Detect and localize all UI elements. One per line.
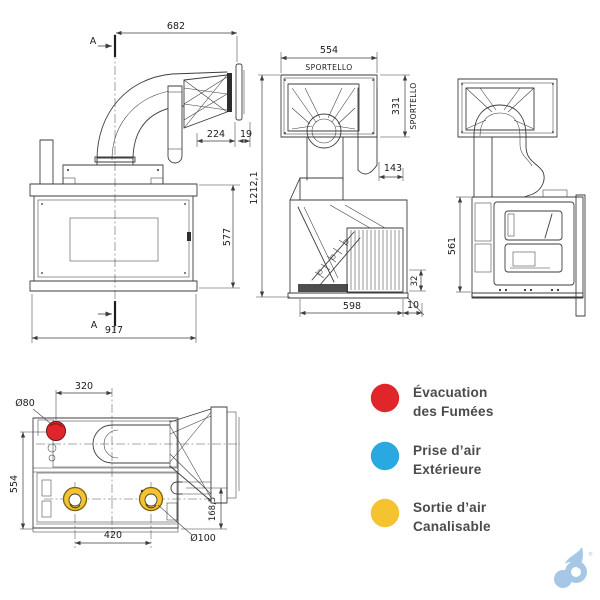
- legend-item-smoke: Évacuation des Fumées: [370, 383, 494, 421]
- dim-body-height: 561: [447, 237, 458, 255]
- ducted-air-outlet-marker-right: [138, 486, 164, 512]
- smoke-dot-icon: [370, 383, 400, 413]
- down-pipe: [306, 87, 378, 181]
- section-marker-bottom: A: [91, 320, 98, 331]
- side-view: 561: [447, 78, 586, 317]
- outlet-diameter-label: Ø100: [190, 533, 216, 544]
- side-outlet-stub: [170, 481, 183, 495]
- diffuser-cone: [183, 73, 232, 129]
- dim-outlet-spacing: 420: [104, 530, 122, 541]
- door-handle: [187, 232, 191, 241]
- dim-base-height: 32: [410, 276, 420, 287]
- diffuser-frame-side: [457, 78, 558, 138]
- flue-arch-pipe: [473, 104, 545, 198]
- plan-view: 320 Ø80 554 420 Ø100 168,5: [9, 381, 240, 548]
- section-view: 554 SPORTELLO: [249, 45, 426, 317]
- diffuser-frame: [280, 74, 378, 149]
- ducted-air-dot-icon: [370, 498, 400, 528]
- diffuser-cone-plan: [169, 406, 240, 504]
- wall-plate: [235, 63, 245, 121]
- dim-duct-gap: 19: [240, 129, 252, 140]
- heat-exchanger: [346, 227, 404, 293]
- stove-side-body: [471, 189, 586, 317]
- legend-item-ducted-air: Sortie d’air Canalisable: [370, 498, 491, 536]
- duct-plan: [92, 424, 171, 464]
- section-marker-top: A: [90, 36, 97, 47]
- glass-door: [69, 217, 159, 262]
- firebox-body: [29, 183, 198, 292]
- air-intake-dot-icon: [370, 441, 400, 471]
- dim-total-height: 1212,1: [249, 171, 260, 204]
- registered-mark: ®: [588, 551, 593, 558]
- flue-diameter-label: Ø80: [15, 398, 35, 409]
- brand-drop-logo: ®: [554, 547, 593, 588]
- dim-duct-offset: 224: [207, 129, 225, 140]
- legend-label-smoke: Évacuation des Fumées: [413, 385, 494, 419]
- legend-label-ducted-air: Sortie d’air Canalisable: [413, 500, 491, 534]
- vertical-duct-stub: [167, 85, 183, 164]
- ducted-air-outlet-marker-left: [62, 486, 88, 512]
- stove-section-body: [287, 177, 409, 299]
- pellet-auger: [311, 231, 361, 286]
- stove-plan-body: [32, 417, 179, 533]
- dim-sportello-height: 331: [391, 97, 402, 115]
- dim-outlet-offset: 168,5: [208, 497, 218, 521]
- sportello-label-side: SPORTELLO: [409, 82, 418, 129]
- drop-tip: [565, 547, 583, 569]
- dim-rear-gap: 10: [407, 300, 419, 311]
- dim-sportello-width: 554: [320, 45, 338, 56]
- dim-flue-offset: 320: [75, 381, 93, 392]
- sportello-label-top: SPORTELLO: [305, 63, 352, 72]
- drop-ball: [554, 570, 572, 588]
- dim-width-top: 682: [167, 21, 185, 32]
- wall-plate-side: [575, 194, 586, 317]
- flue-outlet-marker: [37, 419, 66, 441]
- dim-depth-plan: 554: [9, 475, 20, 493]
- legend-label-air-intake: Prise d’air Extérieure: [413, 443, 482, 477]
- legend-item-air-intake: Prise d’air Extérieure: [370, 441, 482, 479]
- dim-total-width: 917: [105, 325, 123, 336]
- dim-depth-section: 598: [343, 301, 361, 312]
- front-view: A 682: [29, 21, 252, 343]
- dim-door-height: 577: [222, 228, 233, 246]
- flue-pipe-section: [306, 113, 342, 149]
- dim-duct-offset-section: 143: [384, 163, 402, 174]
